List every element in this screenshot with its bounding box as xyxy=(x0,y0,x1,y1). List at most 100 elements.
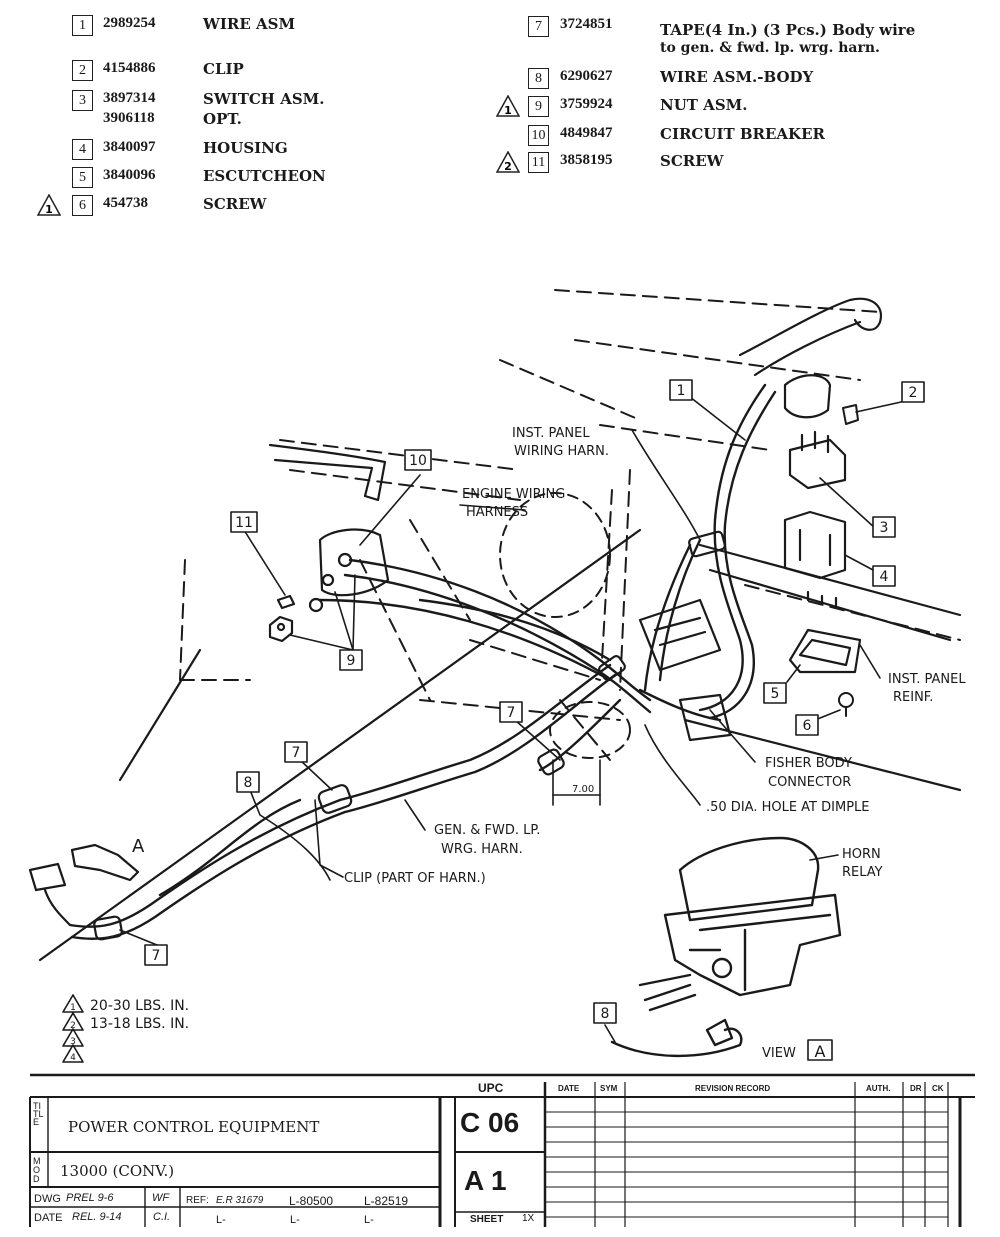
dwg-value: PREL 9-6 xyxy=(66,1192,114,1204)
torque-tri-4: 4 xyxy=(70,1053,76,1063)
part-number: 3840096 xyxy=(103,167,156,183)
body-connector-left xyxy=(28,843,140,927)
title-block-lines xyxy=(29,1073,975,1227)
col-header-sym: SYM xyxy=(600,1084,618,1093)
torque-legend: 1 2 3 4 20-30 LBS. IN. 13-18 LBS. IN. xyxy=(62,994,189,1063)
callout-7a: 7 xyxy=(507,705,516,721)
col-header-revision: REVISION RECORD xyxy=(695,1084,771,1093)
label-relay: RELAY xyxy=(842,865,883,880)
label-inst-panel-wiring: INST. PANEL xyxy=(512,426,590,441)
torque-tri-2: 2 xyxy=(70,1021,76,1031)
torque-triangle-icon: 2 xyxy=(496,151,520,173)
label-view: VIEW xyxy=(762,1046,796,1061)
label-inst-panel-reinf: INST. PANEL xyxy=(888,672,966,687)
l-mark-2: L- xyxy=(290,1214,300,1226)
part-name: SCREW xyxy=(660,152,724,170)
callout-boxes xyxy=(144,379,925,1061)
part-name: ESCUTCHEON xyxy=(203,167,326,185)
callout-10: 10 xyxy=(409,453,427,469)
part-name: HOUSING xyxy=(203,139,288,157)
part-name-alt: OPT. xyxy=(203,110,242,128)
part-number: 3897314 xyxy=(103,90,156,106)
part-number: 2989254 xyxy=(103,15,156,31)
label-inst-panel-reinf-2: REINF. xyxy=(893,690,933,705)
callout-6: 6 xyxy=(803,718,812,734)
upc-label: UPC xyxy=(478,1081,504,1095)
col-header-date: DATE xyxy=(558,1084,580,1093)
ref-box: 9 xyxy=(528,96,549,117)
escutcheon xyxy=(788,628,862,674)
triangle-number: 1 xyxy=(45,203,53,216)
torque-tri-3: 3 xyxy=(70,1037,76,1047)
part-name: TAPE(4 In.) (3 Pcs.) Body wire xyxy=(660,21,916,39)
label-clip: CLIP (PART OF HARN.) xyxy=(344,871,486,886)
part-number: 3724851 xyxy=(560,16,613,32)
ref-value-2: L-80500 xyxy=(289,1194,334,1208)
l-mark-1: L- xyxy=(216,1214,226,1226)
l-mark-3: L- xyxy=(364,1214,374,1226)
part-name: WIRE ASM xyxy=(203,15,296,33)
callout-8b: 8 xyxy=(601,1006,610,1022)
triangle-number: 1 xyxy=(504,104,512,117)
ref-box: 1 xyxy=(72,15,93,36)
callout-7c: 7 xyxy=(152,948,161,964)
col-header-dr: DR xyxy=(910,1084,922,1093)
ref-value-1: E.R 31679 xyxy=(216,1195,264,1206)
label-fisher-connector: CONNECTOR xyxy=(768,775,851,790)
torque-triangle-icon: 1 xyxy=(37,194,61,216)
label-engine-wiring: ENGINE WIRING xyxy=(462,487,565,502)
body-outline-dashed xyxy=(179,289,961,761)
callout-11: 11 xyxy=(235,515,253,531)
label-gen-harness: GEN. & FWD. LP. xyxy=(434,823,540,838)
torque-spec-2: 13-18 LBS. IN. xyxy=(90,1016,189,1032)
label-gen-harness-2: WRG. HARN. xyxy=(441,842,523,857)
horn-relay xyxy=(610,836,842,1058)
label-engine-wiring-2: HARNESS xyxy=(466,505,528,520)
dwg-label: DWG xyxy=(34,1193,61,1205)
ref-value-3: L-82519 xyxy=(364,1194,409,1208)
label-horn: HORN xyxy=(842,847,881,862)
screw-part xyxy=(838,692,854,717)
part-number: 3858195 xyxy=(560,152,613,168)
col-header-ck: CK xyxy=(932,1084,944,1093)
sheet-label: SHEET xyxy=(470,1214,504,1225)
torque-spec-1: 20-30 LBS. IN. xyxy=(90,998,189,1014)
ref-box: 10 xyxy=(528,125,549,146)
sheet-code: A 1 xyxy=(464,1165,507,1196)
label-hole: .50 DIA. HOLE AT DIMPLE xyxy=(706,800,870,815)
upc-value: C 06 xyxy=(460,1107,520,1138)
triangle-number: 2 xyxy=(504,160,512,173)
ref-box: 2 xyxy=(72,60,93,81)
part-number: 3840097 xyxy=(103,139,156,155)
sheet-number: 1X xyxy=(522,1213,535,1224)
wiring-harness xyxy=(68,383,777,940)
model-side-label: MOD xyxy=(33,1156,41,1184)
ref-box: 6 xyxy=(72,195,93,216)
part-name: CLIP xyxy=(203,60,244,78)
nut-screw xyxy=(268,594,324,643)
callout-7b: 7 xyxy=(292,745,301,761)
callout-5: 5 xyxy=(771,686,780,702)
callout-9: 9 xyxy=(347,653,356,669)
dwg-initials: WF xyxy=(152,1192,170,1204)
ref-box: 3 xyxy=(72,90,93,111)
callout-2: 2 xyxy=(909,385,918,401)
label-dimension: 7.00 xyxy=(572,784,594,795)
part-name: SWITCH ASM. xyxy=(203,90,325,108)
date-value: REL. 9-14 xyxy=(72,1211,122,1223)
circuit-breaker xyxy=(318,528,390,597)
switch-assembly xyxy=(783,374,847,490)
part-number: 6290627 xyxy=(560,68,613,84)
torque-tri-1: 1 xyxy=(70,1003,76,1013)
ref-box: 11 xyxy=(528,152,549,173)
ref-box: 4 xyxy=(72,139,93,160)
leader-lines xyxy=(119,396,911,1043)
title-side-label: TITLE xyxy=(33,1101,44,1127)
part-name: NUT ASM. xyxy=(660,96,748,114)
engine-harness-circle xyxy=(499,492,631,759)
callout-1: 1 xyxy=(677,383,686,399)
part-number-alt: 3906118 xyxy=(103,110,155,126)
connector-fisher xyxy=(638,598,732,742)
title-text: POWER CONTROL EQUIPMENT xyxy=(68,1118,320,1136)
